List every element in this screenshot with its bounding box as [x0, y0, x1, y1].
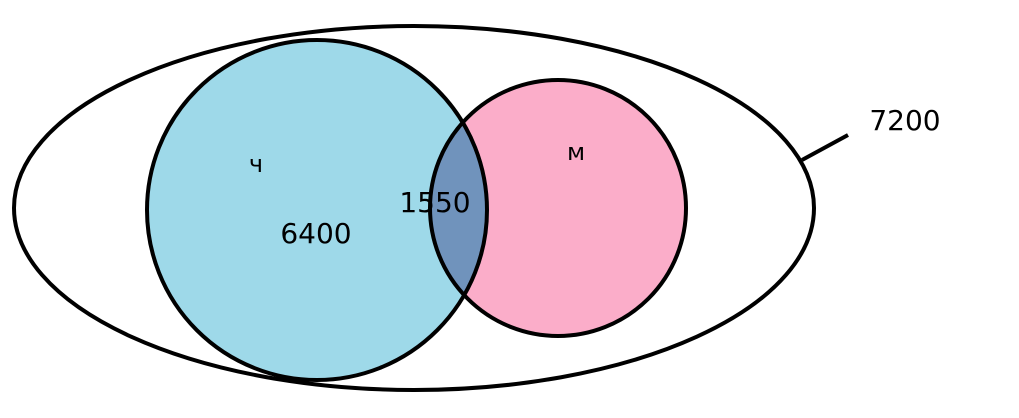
set-right-circle [430, 80, 686, 336]
set-left-value: 6400 [280, 217, 351, 250]
intersection-value: 1550 [399, 186, 470, 219]
set-right-outline [428, 78, 688, 338]
universe-pointer-line [801, 133, 849, 162]
universe-value: 7200 [869, 104, 940, 137]
set-right-label: м [567, 138, 585, 166]
set-left-label: ч [249, 150, 263, 178]
set-left-outline [145, 38, 489, 382]
set-left-circle [147, 40, 487, 380]
